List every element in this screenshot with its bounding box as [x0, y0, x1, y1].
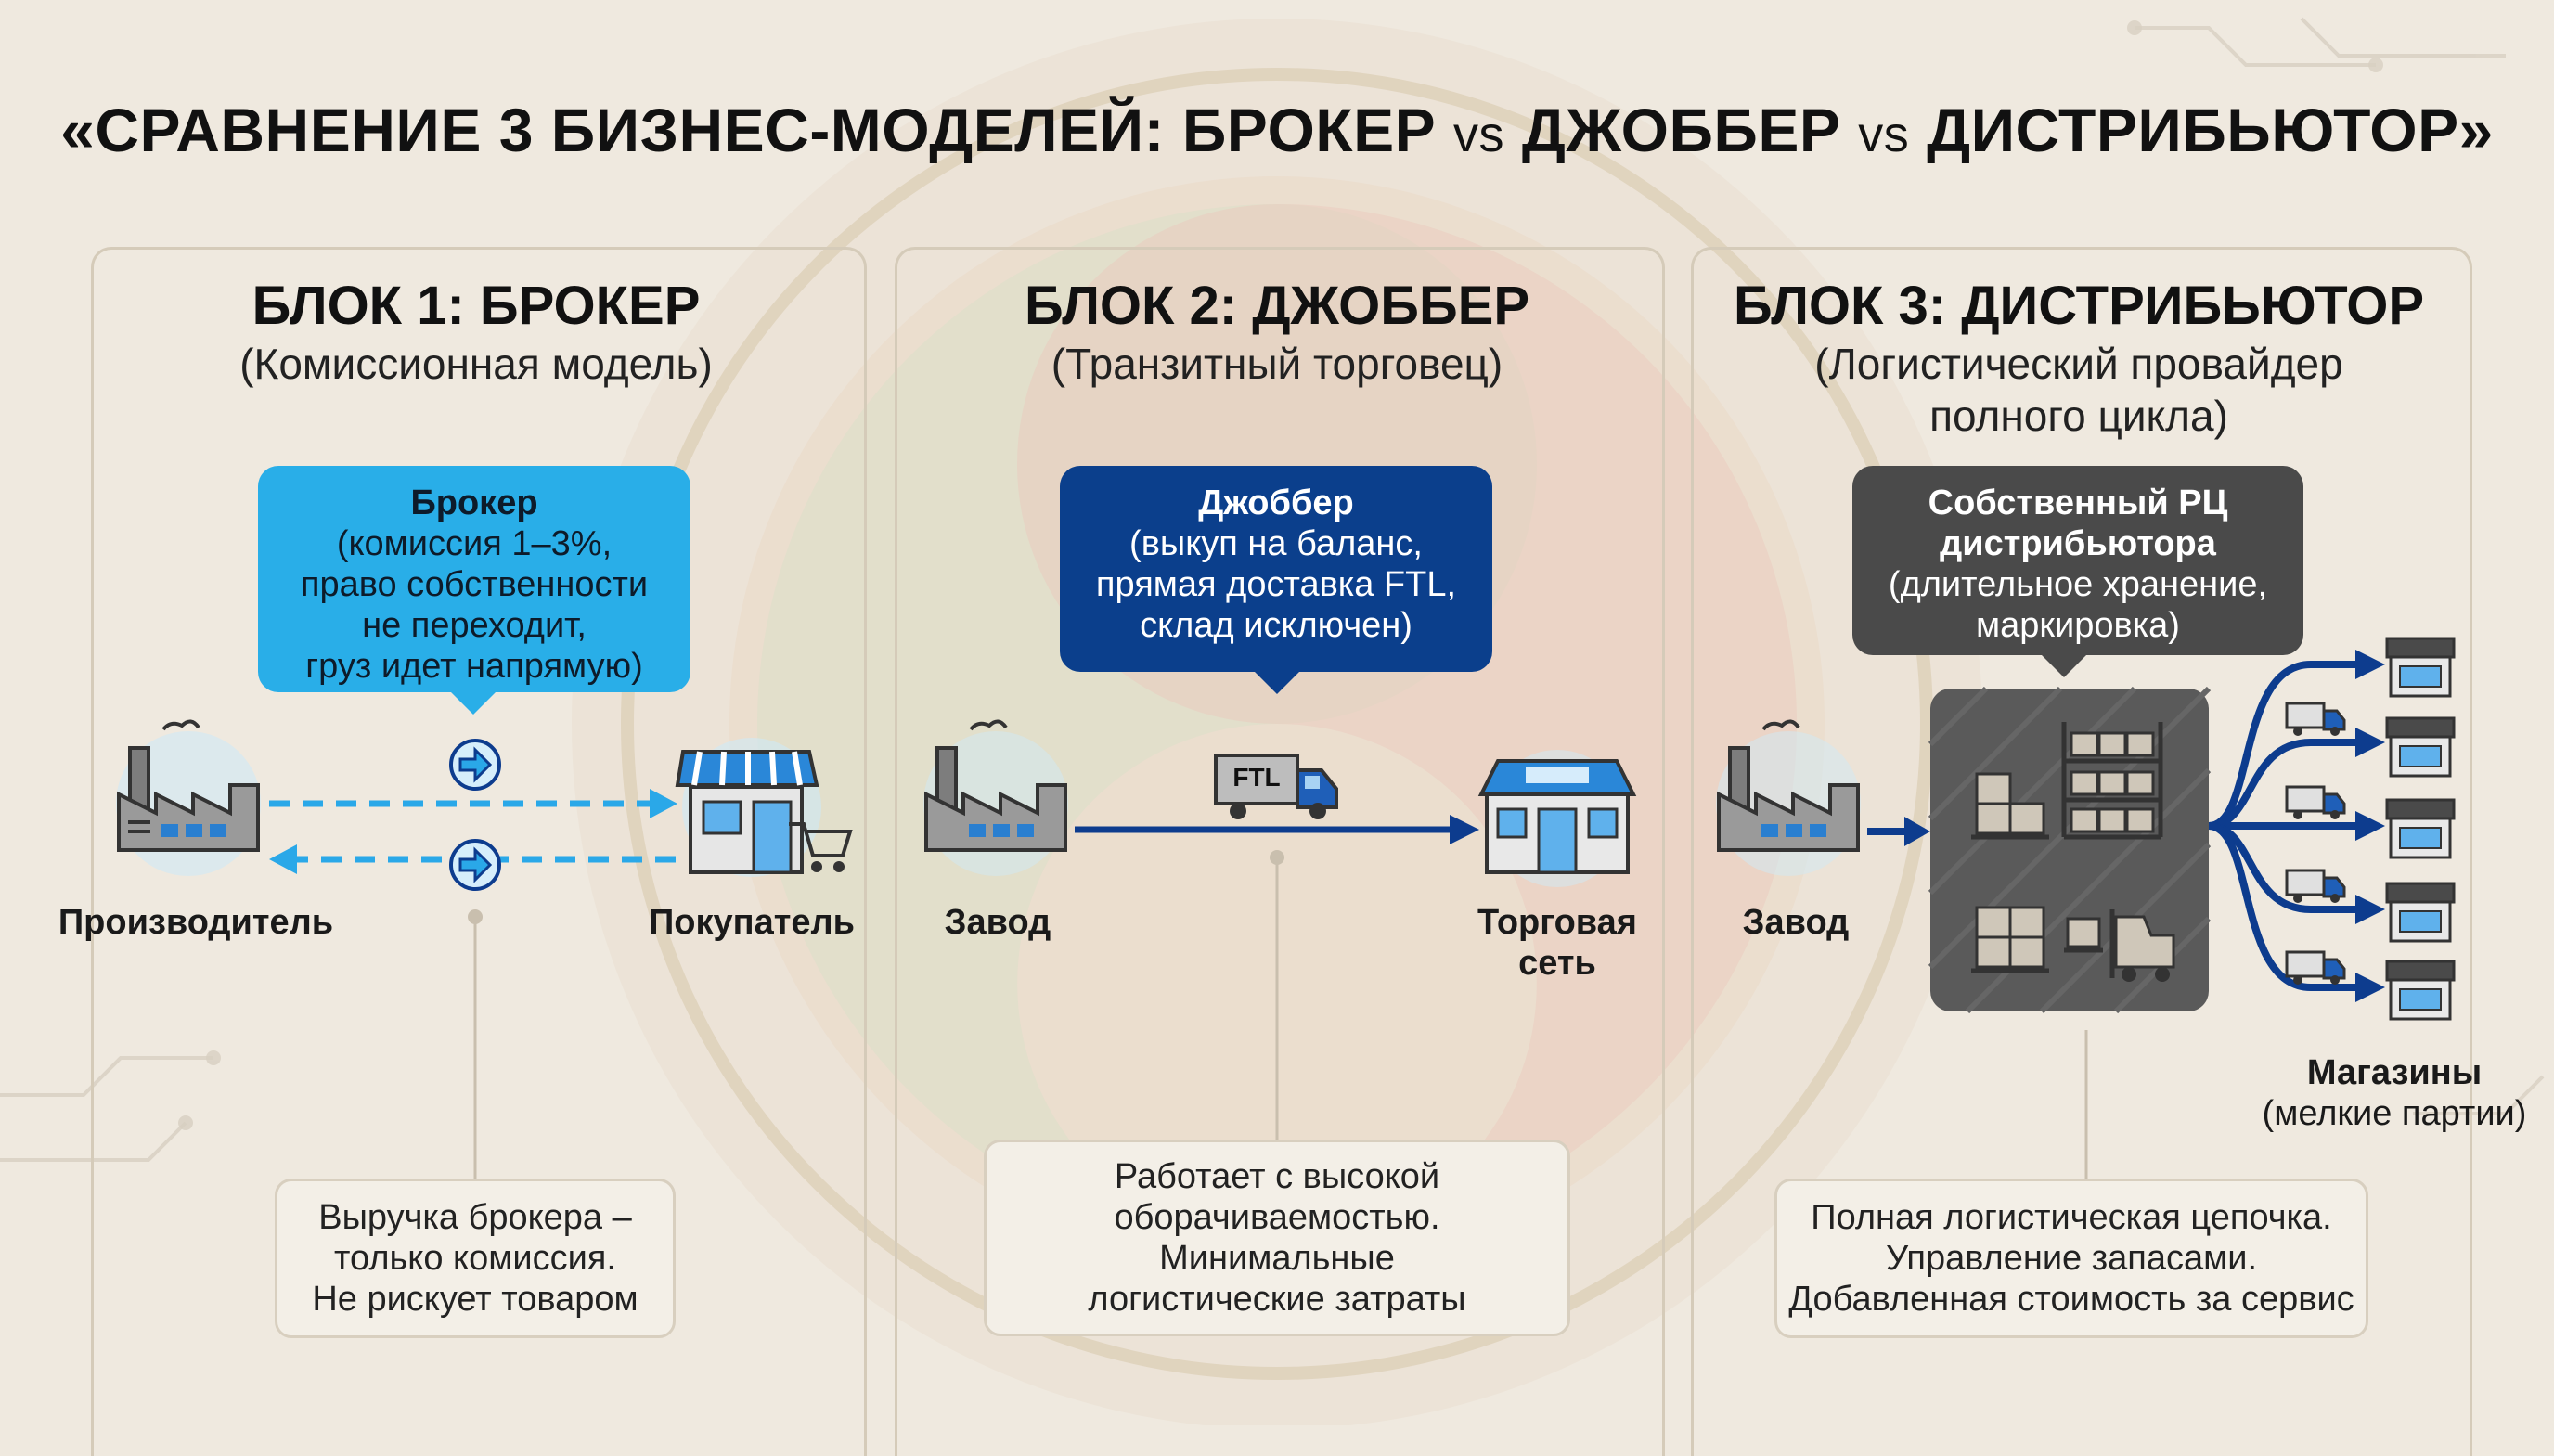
jobber-note: Работает с высокой оборачиваемостью. Мин… [984, 1140, 1570, 1336]
connector-line [1270, 850, 1284, 1143]
retail-chain-label-line: сеть [1518, 944, 1596, 983]
distributor-callout-title-line: дистрибьютора [1940, 524, 2216, 563]
distributor-note-line: Полная логистическая цепочка. [1811, 1198, 2332, 1237]
stores-label-title: Магазины [2306, 1053, 2483, 1092]
distributor-callout-title-line: Собственный РЦ [1928, 483, 2228, 522]
block2-panel [895, 247, 1665, 1456]
broker-flow-arrows [269, 789, 677, 874]
factory-label: Завод [944, 903, 1051, 942]
truck-ftl-label: FTL [1232, 763, 1281, 792]
factory-to-dc-arrow [1867, 817, 1930, 846]
jobber-note-line: Минимальные [1159, 1239, 1395, 1278]
jobber-callout: Джоббер (выкуп на баланс, прямая доставк… [1060, 466, 1492, 672]
block3-panel [1691, 247, 2472, 1456]
title-vs-2: vs [1858, 107, 1910, 162]
broker-callout-pointer [449, 690, 497, 715]
arrow-circle-icon [449, 839, 501, 891]
jobber-callout-line: (выкуп на баланс, [1129, 524, 1423, 563]
arrow-circle-icon [449, 739, 501, 791]
distributor-note-line: Управление запасами. [1885, 1239, 2258, 1278]
broker-callout-title: Брокер [410, 483, 538, 522]
connector-line [468, 909, 483, 1184]
distribution-fanout-arrows [2208, 650, 2385, 1002]
connector-line [2084, 1030, 2088, 1179]
store-icon [2385, 798, 2456, 859]
block3-subheading-line: (Логистический провайдер [1814, 340, 2343, 388]
distributor-callout-line: маркировка) [1976, 606, 2180, 645]
broker-callout-line: право собственности [300, 565, 649, 604]
jobber-callout-pointer [1253, 670, 1301, 694]
block1-panel [91, 247, 867, 1456]
small-truck-icon [2285, 702, 2346, 736]
broker-note-line: Выручка брокера – [318, 1198, 632, 1237]
broker-callout-line: (комиссия 1–3%, [336, 524, 613, 563]
broker-callout-line: не переходит, [362, 606, 587, 645]
broker-note-line: Не рискует товаром [312, 1280, 638, 1319]
distributor-callout: Собственный РЦ дистрибьютора (длительное… [1852, 466, 2303, 655]
block2-header: БЛОК 2: ДЖОББЕР (Транзитный торговец) [895, 275, 1659, 390]
factory-label: Завод [1742, 903, 1850, 942]
small-truck-icon [2285, 785, 2346, 819]
factory-icon [116, 719, 261, 876]
factory-icon [1716, 719, 1861, 876]
broker-callout-line: груз идет напрямую) [305, 647, 643, 686]
store-icon [2385, 960, 2456, 1021]
block1-header: БЛОК 1: БРОКЕР (Комиссионная модель) [91, 275, 861, 390]
small-truck-icon [2285, 950, 2346, 985]
distributor-callout-line: (длительное хранение, [1888, 565, 2268, 604]
title-part-jobber: ДЖОББЕР [1521, 96, 1841, 164]
small-truck-icon [2285, 869, 2346, 903]
jobber-note-line: Работает с высокой [1114, 1157, 1440, 1196]
jobber-flow-arrow [1075, 815, 1479, 844]
jobber-callout-line: прямая доставка FTL, [1095, 565, 1457, 604]
broker-note-line: только комиссия. [334, 1239, 616, 1278]
broker-note: Выручка брокера – только комиссия. Не ри… [275, 1179, 676, 1338]
background-emblem [0, 17, 2545, 1380]
store-icon [2385, 716, 2456, 778]
block3-subheading-line: полного цикла) [1929, 392, 2228, 440]
page-title: «СРАВНЕНИЕ 3 БИЗНЕС-МОДЕЛЕЙ: БРОКЕР vs Д… [0, 95, 2554, 165]
jobber-note-line: оборачиваемостью. [1114, 1198, 1440, 1237]
block3-heading: БЛОК 3: ДИСТРИБЬЮТОР [1733, 276, 2425, 336]
producer-label: Производитель [58, 903, 334, 942]
distributor-note-line: Добавленная стоимость за сервис [1788, 1280, 2354, 1319]
broker-callout: Брокер (комиссия 1–3%, право собственнос… [258, 466, 690, 692]
retail-chain-label: Торговая сеть [1464, 902, 1650, 984]
title-part-broker: «СРАВНЕНИЕ 3 БИЗНЕС-МОДЕЛЕЙ: БРОКЕР [60, 96, 1437, 164]
stores-label-sub: (мелкие партии) [2262, 1094, 2527, 1133]
block3-header: БЛОК 3: ДИСТРИБЬЮТОР (Логистический пров… [1691, 275, 2467, 442]
block2-heading: БЛОК 2: ДЖОББЕР [1024, 276, 1530, 336]
jobber-note-line: логистические затраты [1088, 1280, 1466, 1319]
jobber-callout-title: Джоббер [1198, 483, 1354, 522]
store-icon [2385, 637, 2456, 698]
block1-heading: БЛОК 1: БРОКЕР [252, 276, 701, 336]
truck-icon [1214, 754, 1338, 819]
warehouse-icon [1928, 686, 2212, 1014]
stores-label: Магазины (мелкие партии) [2246, 1052, 2543, 1134]
block2-subheading: (Транзитный торговец) [1051, 340, 1503, 388]
jobber-callout-line: склад исключен) [1140, 606, 1412, 645]
store-icon [2385, 882, 2456, 943]
supermarket-icon [1477, 750, 1637, 887]
distributor-callout-pointer [2040, 653, 2088, 677]
distributor-note: Полная логистическая цепочка. Управление… [1774, 1179, 2368, 1338]
factory-icon [923, 719, 1068, 876]
buyer-label: Покупатель [648, 903, 855, 942]
block1-subheading: (Комиссионная модель) [239, 340, 713, 388]
shop-cart-icon [675, 738, 853, 877]
retail-chain-label-line: Торговая [1477, 903, 1637, 942]
title-part-distributor: ДИСТРИБЬЮТОР» [1927, 96, 2494, 164]
title-vs-1: vs [1452, 107, 1504, 162]
